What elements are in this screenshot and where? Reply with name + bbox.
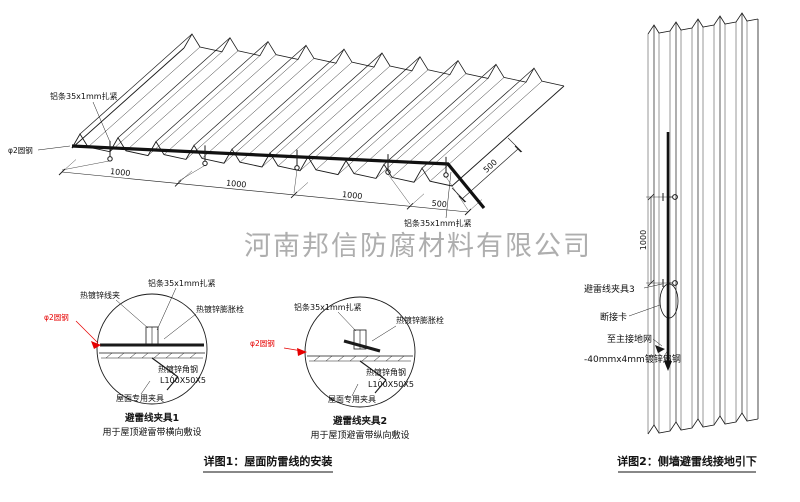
ground-arrowhead	[655, 345, 665, 353]
d2-anchor-label: 热镀锌膨胀栓	[396, 315, 444, 325]
detail1-drawing	[75, 287, 208, 405]
d2-roof-hatch	[313, 355, 405, 362]
d2-leader-angle	[378, 374, 385, 381]
d1-rod-label: φ2圆钢	[44, 312, 69, 322]
d1-leader-fixture	[140, 380, 151, 395]
d1-leader-strip	[156, 287, 177, 331]
d1-angle-label-2: L100X50X5	[160, 376, 206, 385]
detail2-labels: 铝条35x1mm扎紧 热镀锌膨胀栓 φ2圆钢 热镀锌角钢 L100X50X5 屋…	[250, 302, 444, 441]
wall-dim-tick-1	[647, 193, 655, 201]
wall-labels: 避雷线夹具3 断接卡 至主接地网 -40mmx4mm镀锌扁钢	[584, 283, 681, 365]
d1-anchor-label: 热镀锌膨胀栓	[196, 304, 244, 314]
d2-angle-steel-2	[374, 379, 387, 394]
roof-lightning-wire	[71, 144, 486, 210]
down-conductor-arrowhead	[664, 361, 672, 371]
roof-dimension-right	[451, 137, 523, 203]
d2-angle-label-1: 热镀锌角钢	[366, 367, 406, 377]
leader-rod	[37, 145, 71, 151]
d1-angle-label-1: 热镀锌角钢	[158, 364, 198, 374]
d1-leader-clamp	[115, 299, 149, 329]
d2-angle-label-2: L100X50X5	[368, 380, 414, 389]
caption-fig2: 详图2：侧墙避雷线接地引下	[617, 454, 757, 468]
label-aluminum-strip-top: 铝条35x1mm扎紧	[50, 91, 118, 101]
wall-dim-tick-2	[647, 279, 655, 287]
dim-500-bottom: 500	[431, 199, 447, 209]
leader-disconnect	[628, 304, 661, 317]
detail2-circle	[304, 296, 416, 408]
d2-subtitle: 用于屋顶避雷带纵向敷设	[310, 429, 409, 441]
dim-1000-2: 1000	[226, 179, 247, 190]
d1-leader-rod	[75, 320, 99, 344]
roof-label-leaders	[37, 101, 452, 219]
dim-500-right: 500	[482, 158, 499, 175]
wall-disconnect-label: 断接卡	[600, 311, 627, 323]
wall-label-leaders	[628, 283, 669, 359]
dim-ext-right-2	[507, 137, 523, 153]
dim-tick-right-2	[514, 145, 522, 153]
d1-rod-arrowhead	[91, 341, 101, 349]
captions: 详图1：屋面防雷线的安装 详图2：侧墙避雷线接地引下	[203, 454, 757, 473]
d1-angle-steel-2	[166, 376, 179, 391]
wall-down-conductor	[659, 132, 679, 371]
d1-title: 避雷线夹具1	[125, 412, 179, 424]
d2-rod-label: φ2圆钢	[250, 338, 275, 348]
dim-tick-right-1	[458, 195, 466, 203]
d2-leader-anchor	[371, 325, 397, 342]
detail2-drawing	[283, 296, 416, 408]
label-rod-steel: φ2圆钢	[8, 145, 33, 155]
d1-leader-anchor	[163, 313, 197, 340]
disconnect-card-highlight	[659, 283, 679, 319]
d1-leader-angle	[170, 371, 177, 378]
dim-1000-1: 1000	[110, 167, 131, 178]
leader-strip-top	[92, 101, 111, 143]
d1-strip-label: 铝条35x1mm扎紧	[148, 278, 216, 288]
dim-1000-3: 1000	[342, 190, 363, 201]
wall-ground-label: 至主接地网	[607, 333, 652, 345]
d2-rod-arrowhead	[297, 348, 307, 356]
d1-fixture-label: 屋面专用夹具	[116, 393, 164, 403]
wall-dimension	[646, 193, 668, 287]
d2-strip-label: 铝条35x1mm扎紧	[294, 302, 362, 312]
dim-ext-right-1	[451, 187, 467, 203]
d2-title: 避雷线夹具2	[333, 415, 387, 427]
d1-clamp-label: 热镀锌线夹	[80, 290, 120, 300]
leader-clamp3	[643, 283, 663, 289]
leader-ground	[652, 338, 663, 347]
d2-angle-steel-1	[359, 360, 387, 381]
caption-fig1: 详图1：屋面防雷线的安装	[204, 454, 333, 468]
d1-subtitle: 用于屋顶避雷带横向敷设	[102, 426, 201, 438]
wall-corrugated-panel	[647, 12, 759, 435]
wall-dim-label: 1000	[639, 230, 648, 250]
d2-wire	[343, 339, 381, 353]
roof-corrugated-sheet	[71, 33, 565, 187]
roof-dimension-chain	[58, 159, 483, 216]
label-aluminum-strip-right: 铝条35x1mm扎紧	[404, 218, 472, 228]
leader-strip-right	[445, 171, 452, 219]
d1-angle-steel-1	[151, 357, 179, 378]
d2-leader-fixture	[351, 383, 359, 397]
d2-fixture-label: 屋面专用夹具	[328, 394, 376, 404]
detail1-circle	[96, 293, 208, 405]
detail1-labels: 热镀锌线夹 铝条35x1mm扎紧 热镀锌膨胀栓 φ2圆钢 热镀锌角钢 L100X…	[44, 278, 244, 438]
d1-roof-hatch	[105, 352, 197, 359]
wall-clamp3-label: 避雷线夹具3	[584, 283, 635, 295]
dim-line-right	[461, 148, 519, 200]
roof-labels: 铝条35x1mm扎紧 φ2圆钢 铝条35x1mm扎紧	[8, 91, 472, 228]
lightning-wire-line	[71, 144, 486, 210]
leader-flat-steel	[662, 349, 669, 359]
roof-wire-clamps	[61, 140, 469, 211]
company-watermark: 河南邦信防腐材料有限公司	[244, 231, 592, 262]
wall-flat-steel-label: -40mmx4mm镀锌扁钢	[584, 353, 681, 365]
d2-leader-strip	[337, 311, 357, 332]
